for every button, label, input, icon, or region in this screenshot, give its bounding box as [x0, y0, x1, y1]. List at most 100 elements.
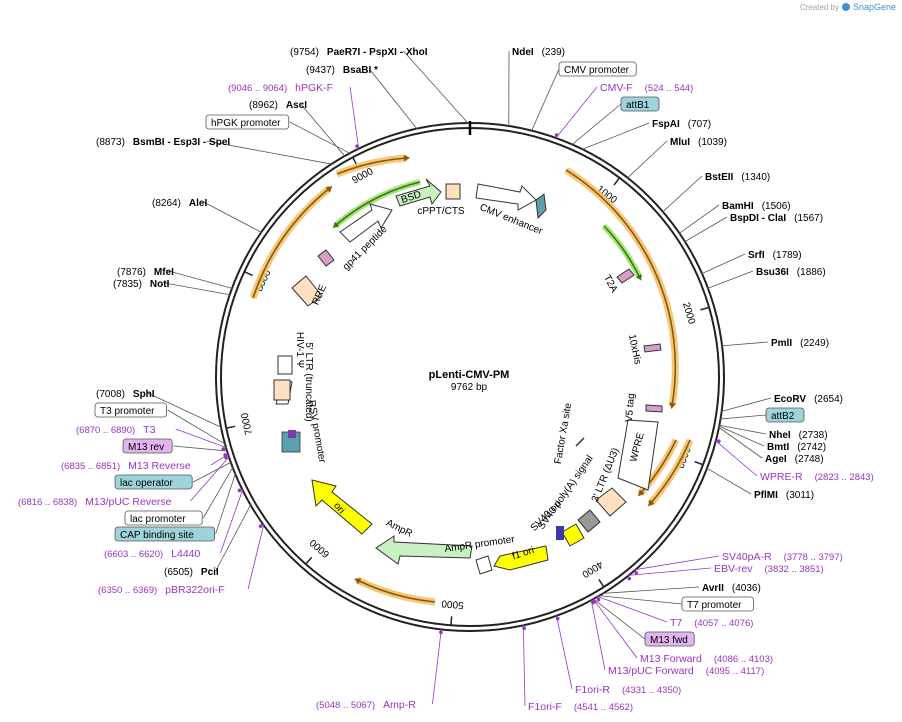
- enzyme-name: BstEII: [705, 172, 734, 183]
- feature-inner-label-cppt: cPPT/CTS: [417, 206, 465, 217]
- hiv-psi-feature: [277, 355, 293, 375]
- enzyme-coord: (9437): [306, 65, 335, 76]
- enzyme-name: AvrII: [702, 583, 724, 594]
- sv40-ori-feature: [561, 523, 585, 547]
- enzyme-site-bsabi: (9437) BsaBI *: [306, 65, 418, 130]
- feature-cap-binding: CAP binding site: [114, 472, 237, 542]
- svg-text:(7835)NotI: (7835) NotI: [113, 279, 170, 290]
- feature-name: M13/pUC Reverse: [85, 496, 172, 508]
- feature-inner-label-v5tag: V5 tag: [624, 393, 637, 423]
- f1-ori-feature: [493, 545, 549, 571]
- orf-arc-right: [564, 167, 679, 407]
- svg-text:NheI(2738): NheI(2738): [769, 430, 828, 441]
- svg-text:BstEII(1340): BstEII(1340): [705, 172, 770, 183]
- cppt-cts-feature: [445, 183, 461, 200]
- enzyme-site-bsteii: BstEII(1340): [661, 172, 770, 213]
- cmv-promoter-feature: [535, 193, 547, 220]
- feature-m13-rev: M13 rev: [122, 438, 229, 454]
- feature-label: CMV promoter: [564, 65, 630, 76]
- enzyme-site-agei: AgeI(2748): [717, 426, 824, 465]
- tick-label: 2000: [680, 301, 697, 326]
- enzyme-name: PflMI: [754, 490, 778, 501]
- feature-wpre-r: WPRE-R(2823 .. 2843): [714, 439, 874, 483]
- svg-text:(7008)SphI: (7008)SphI: [96, 389, 155, 400]
- feature-hpgk-promoter: hPGK promoter: [205, 114, 352, 155]
- t2a-feature: [616, 268, 635, 284]
- feature-m13-puc-forward: M13/pUC Forward(4095 .. 4117): [590, 599, 764, 677]
- feature-coord: (4541 .. 4562): [574, 702, 633, 713]
- enzyme-name: BsaBI *: [343, 65, 378, 76]
- feature-inner-label-ampr: AmpR: [384, 518, 414, 540]
- enzyme-site-ndei: NdeI(239): [508, 47, 565, 127]
- enzyme-site-pmli: PmlI(2249): [721, 338, 829, 349]
- tick-mark: [700, 306, 710, 311]
- feature-coord: (6603 .. 6620): [104, 549, 163, 560]
- tick-label: 4000: [579, 558, 604, 579]
- tick-mark: [694, 460, 704, 466]
- enzyme-name: NotI: [150, 279, 170, 290]
- enzyme-coord: (8962): [249, 100, 278, 111]
- feature-inner-label-ltr-trunc: 5′ LTR (truncated): [303, 342, 314, 422]
- enzyme-site-sites-9754: (9754)PaeR7I - PspXI - XhoI: [290, 47, 469, 125]
- svg-text:(6835 .. 6851)M13 Reverse: (6835 .. 6851)M13 Reverse: [61, 460, 191, 472]
- factor-xa-feature: [575, 437, 585, 447]
- feature-name: T7: [670, 617, 682, 629]
- feature-label: M13 rev: [128, 442, 164, 453]
- enzyme-site-pcii: (6505)PciI: [164, 503, 252, 578]
- ltr-truncated-feature: [273, 379, 291, 401]
- enzyme-coord: (1886): [797, 267, 826, 278]
- feature-f1ori-f: F1ori-F(4541 .. 4562): [522, 624, 633, 713]
- feature-f1ori-r: F1ori-R(4331 .. 4350): [555, 614, 681, 696]
- feature-m13-fwd: M13 fwd: [592, 597, 695, 647]
- plasmid-name: pLenti-CMV-PM: [429, 369, 510, 381]
- enzyme-site-asci: (8962)AscI: [249, 100, 346, 158]
- feature-inner-label-hiv-psi: HIV-1 Ψ: [294, 332, 305, 368]
- feature-label: T7 promoter: [687, 600, 742, 611]
- feature-label: T3 promoter: [100, 406, 155, 417]
- feature-name: F1ori-R: [575, 684, 610, 696]
- enzyme-site-srfi: SrfI(1789): [700, 250, 802, 275]
- enzyme-coord: (2738): [799, 430, 828, 441]
- enzyme-name: SphI: [133, 389, 155, 400]
- tick-mark: [305, 556, 313, 565]
- feature-label: attB2: [771, 411, 795, 422]
- enzyme-coord: (1039): [698, 137, 727, 148]
- feature-cmv-f: CMV-F(524 .. 544): [554, 82, 694, 140]
- feature-m13-forward: M13 Forward(4086 .. 4103): [592, 598, 773, 665]
- feature-coord: (6816 .. 6838): [18, 497, 77, 508]
- enzyme-coord: (6505): [164, 567, 193, 578]
- feature-lac-promoter: lac promoter: [124, 466, 234, 526]
- enzyme-name: AleI: [189, 198, 208, 209]
- enzyme-coord: (2249): [800, 338, 829, 349]
- svg-text:(6603 .. 6620)L4440: (6603 .. 6620)L4440: [104, 548, 201, 560]
- v5-tag-feature: [645, 404, 663, 413]
- svg-text:NdeI(239): NdeI(239): [512, 47, 565, 58]
- svg-text:SrfI(1789): SrfI(1789): [748, 250, 802, 261]
- svg-text:SV40pA-R(3778 .. 3797): SV40pA-R(3778 .. 3797): [722, 551, 843, 563]
- enzyme-site-noti: (7835) NotI: [113, 279, 231, 296]
- enzyme-coord: (4036): [732, 583, 761, 594]
- enzyme-coord: (2748): [795, 454, 824, 465]
- feature-coord: (9046 .. 9064): [228, 83, 287, 94]
- feature-t3: (6870 .. 6890)T3: [76, 424, 228, 451]
- feature-coord: (524 .. 544): [645, 83, 694, 94]
- feature-cmv-promoter: CMV promoter: [530, 61, 637, 132]
- enzyme-site-ecorv: EcoRV(2654): [720, 394, 843, 413]
- enzyme-coord: (1506): [762, 201, 791, 212]
- enzyme-coord: (2654): [814, 394, 843, 405]
- feature-ebv-rev: EBV-rev(3832 .. 3851): [626, 563, 824, 581]
- feature-attb2: attB2: [719, 407, 805, 423]
- feature-t7-promoter: T7 promoter: [597, 595, 754, 612]
- feature-label: M13 fwd: [650, 635, 688, 646]
- enzyme-coord: (8873): [96, 137, 125, 148]
- feature-l4440: (6603 .. 6620)L4440: [104, 488, 244, 560]
- feature-coord: (4057 .. 4076): [694, 618, 753, 629]
- feature-label: lac promoter: [130, 514, 186, 525]
- ori-feature: [311, 479, 373, 535]
- svg-text:PflMI(3011): PflMI(3011): [754, 490, 814, 501]
- enzyme-coord: (1789): [773, 250, 802, 261]
- feature-name: T3: [143, 424, 155, 436]
- feature-name: WPRE-R: [760, 471, 803, 483]
- enzyme-coord: (7835): [113, 279, 142, 290]
